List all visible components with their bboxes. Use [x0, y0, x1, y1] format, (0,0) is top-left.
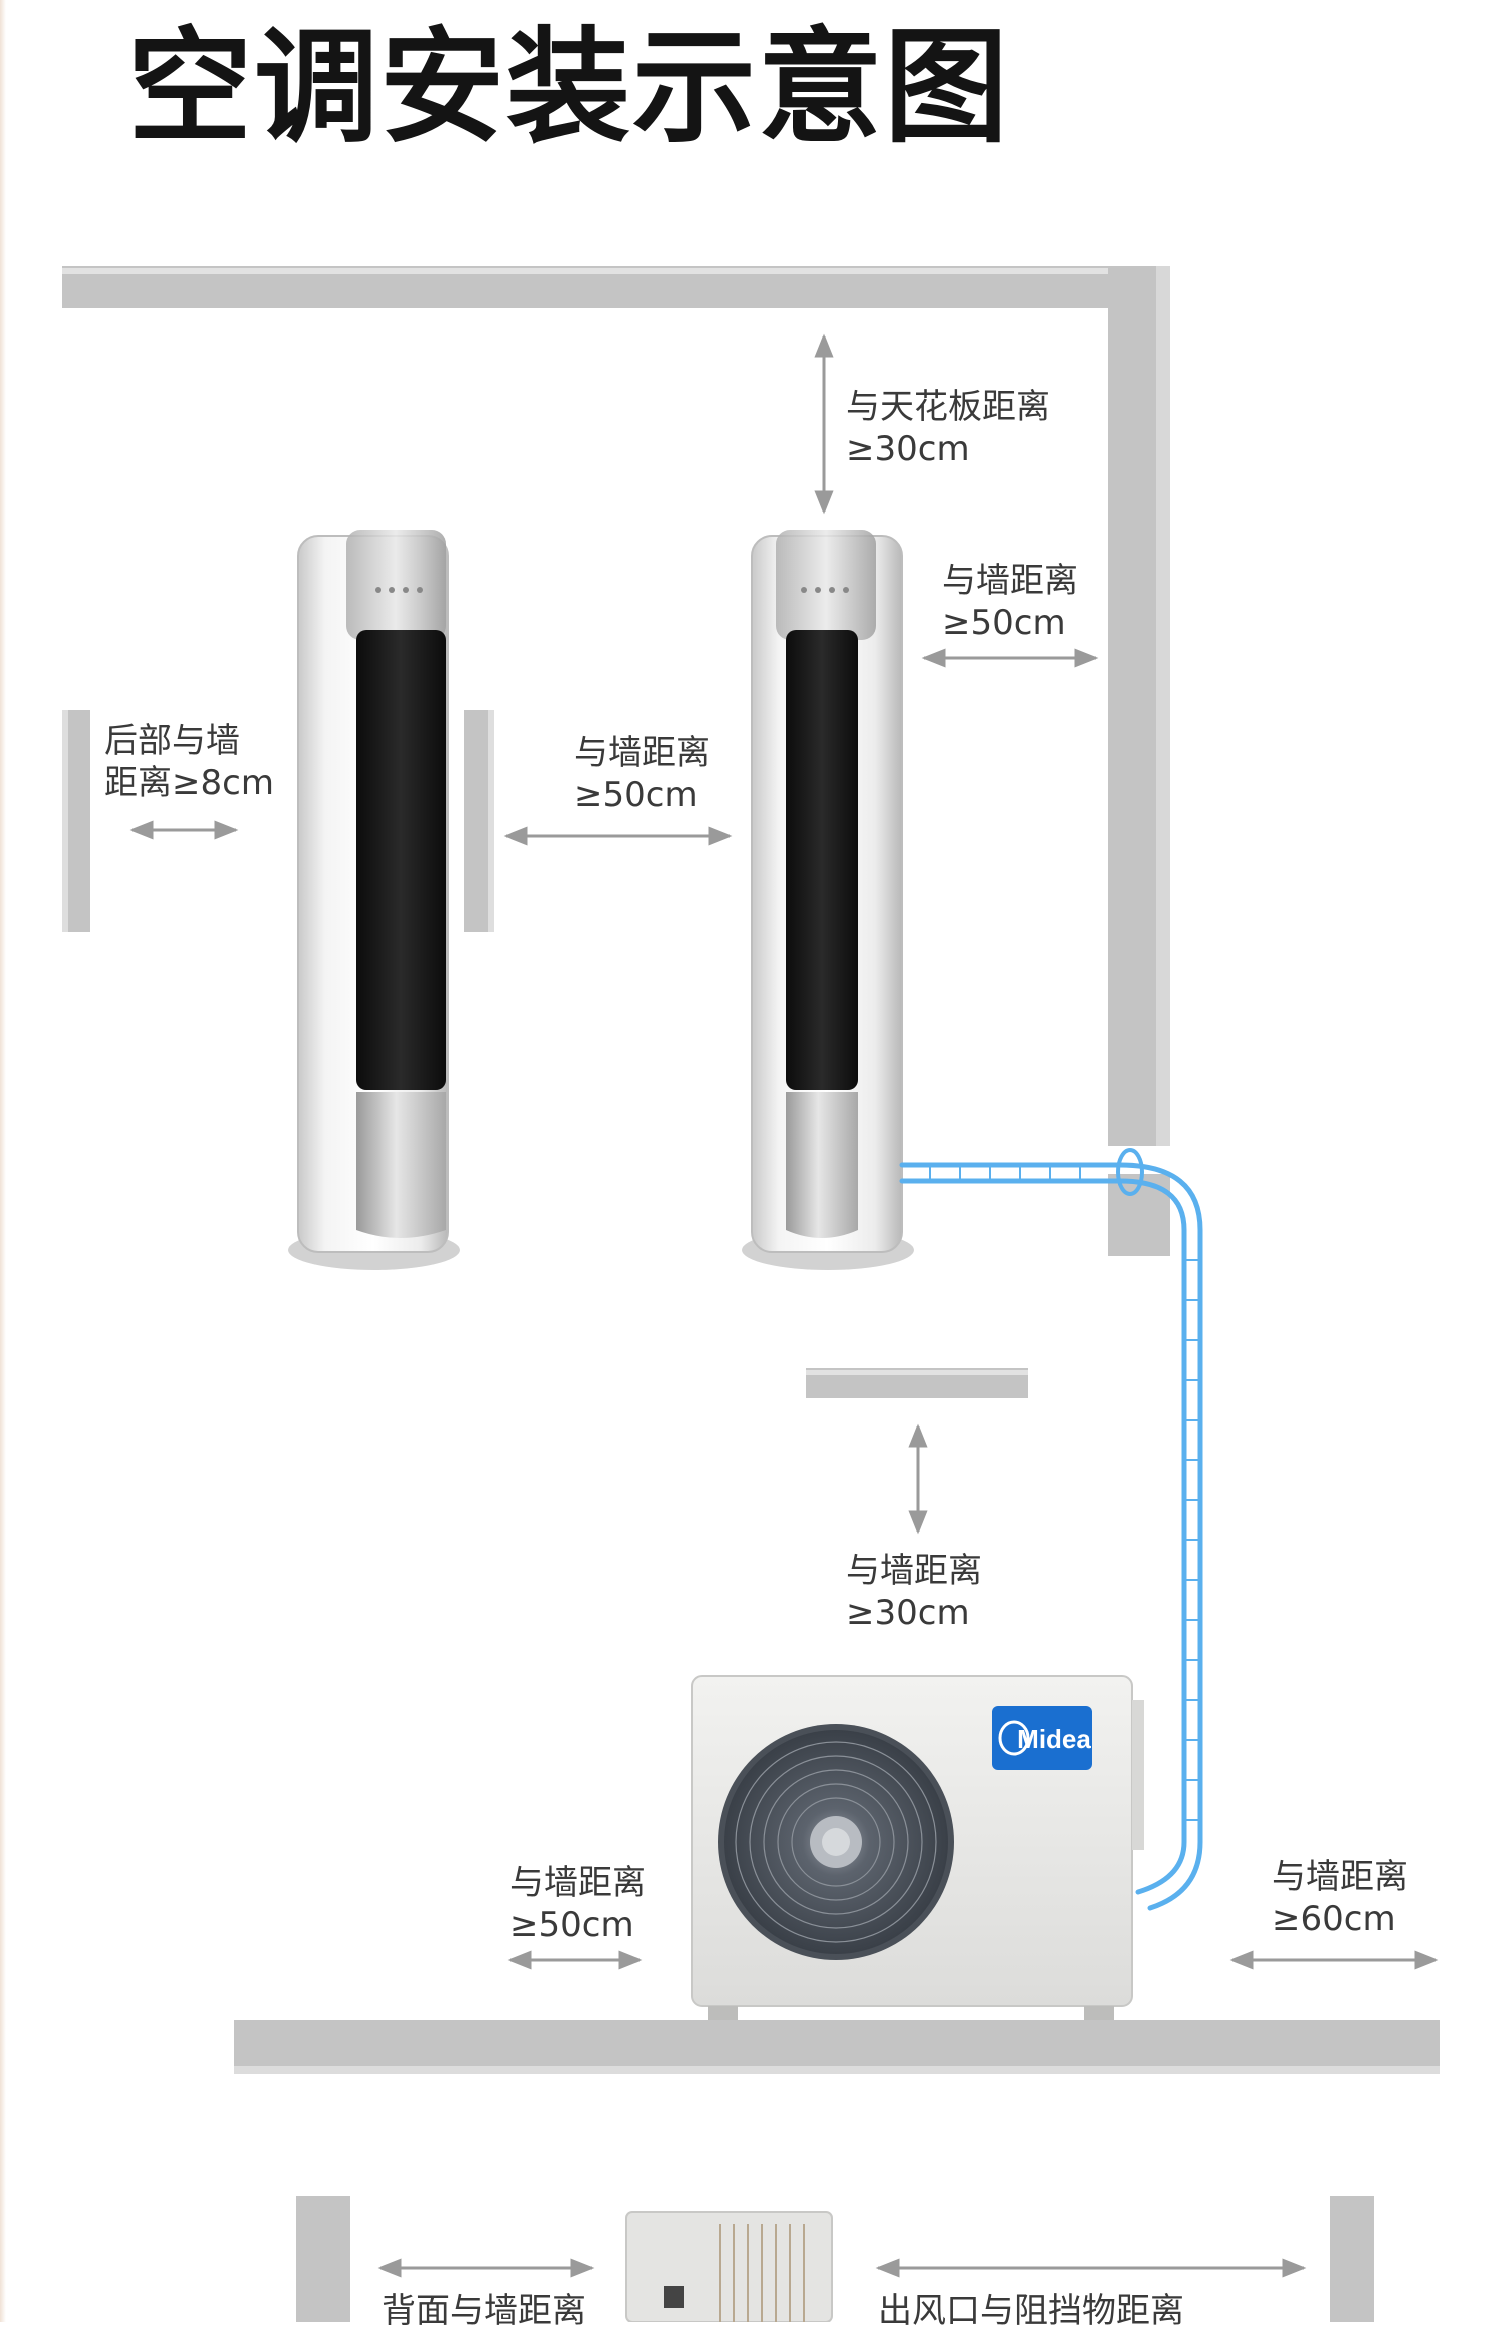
- label-bottom-right-partial: 出风口与阻挡物距离: [878, 2290, 1184, 2332]
- label-between-wall: 与墙距离 ≥50cm: [574, 732, 710, 816]
- label-ceiling-distance: 与天花板距离 ≥30cm: [846, 386, 1050, 470]
- floor-slab: [234, 2020, 1440, 2074]
- label-outdoor-right-line2: ≥60cm: [1272, 1898, 1408, 1940]
- label-rear-wall-line2: 距离≥8cm: [104, 762, 274, 804]
- outdoor-top-wall: [806, 1368, 1028, 1398]
- label-side-wall-right-line2: ≥50cm: [942, 602, 1078, 644]
- label-bottom-left-partial: 背面与墙距离: [382, 2290, 586, 2332]
- label-outdoor-right-line1: 与墙距离: [1272, 1856, 1408, 1898]
- label-outdoor-left-line1: 与墙距离: [510, 1862, 646, 1904]
- label-outdoor-right: 与墙距离 ≥60cm: [1272, 1856, 1408, 1940]
- indoor-unit-left: [288, 530, 460, 1270]
- label-rear-wall-line1: 后部与墙: [104, 720, 274, 762]
- label-outdoor-top-line2: ≥30cm: [846, 1592, 982, 1634]
- outdoor-unit-rear-view: [626, 2212, 832, 2322]
- label-side-wall-right-line1: 与墙距离: [942, 560, 1078, 602]
- label-ceiling-line1: 与天花板距离: [846, 386, 1050, 428]
- indoor-unit-right: [742, 530, 914, 1270]
- bottom-wall-left: [296, 2196, 350, 2322]
- label-outdoor-left: 与墙距离 ≥50cm: [510, 1862, 646, 1946]
- label-outdoor-left-line2: ≥50cm: [510, 1904, 646, 1946]
- label-outdoor-top: 与墙距离 ≥30cm: [846, 1550, 982, 1634]
- midea-logo: Midea: [992, 1706, 1092, 1770]
- bottom-wall-right: [1330, 2196, 1374, 2322]
- midea-logo-text: Midea: [1017, 1724, 1091, 1754]
- rear-wall-mid: [464, 710, 494, 932]
- right-wall: [1108, 266, 1170, 1146]
- rear-wall-left: [62, 710, 90, 932]
- label-between-wall-line2: ≥50cm: [574, 774, 710, 816]
- ceiling-wall: [62, 266, 1170, 308]
- label-between-wall-line1: 与墙距离: [574, 732, 710, 774]
- label-rear-wall: 后部与墙 距离≥8cm: [104, 720, 274, 804]
- label-outdoor-top-line1: 与墙距离: [846, 1550, 982, 1592]
- label-ceiling-line2: ≥30cm: [846, 428, 1050, 470]
- label-side-wall-right: 与墙距离 ≥50cm: [942, 560, 1078, 644]
